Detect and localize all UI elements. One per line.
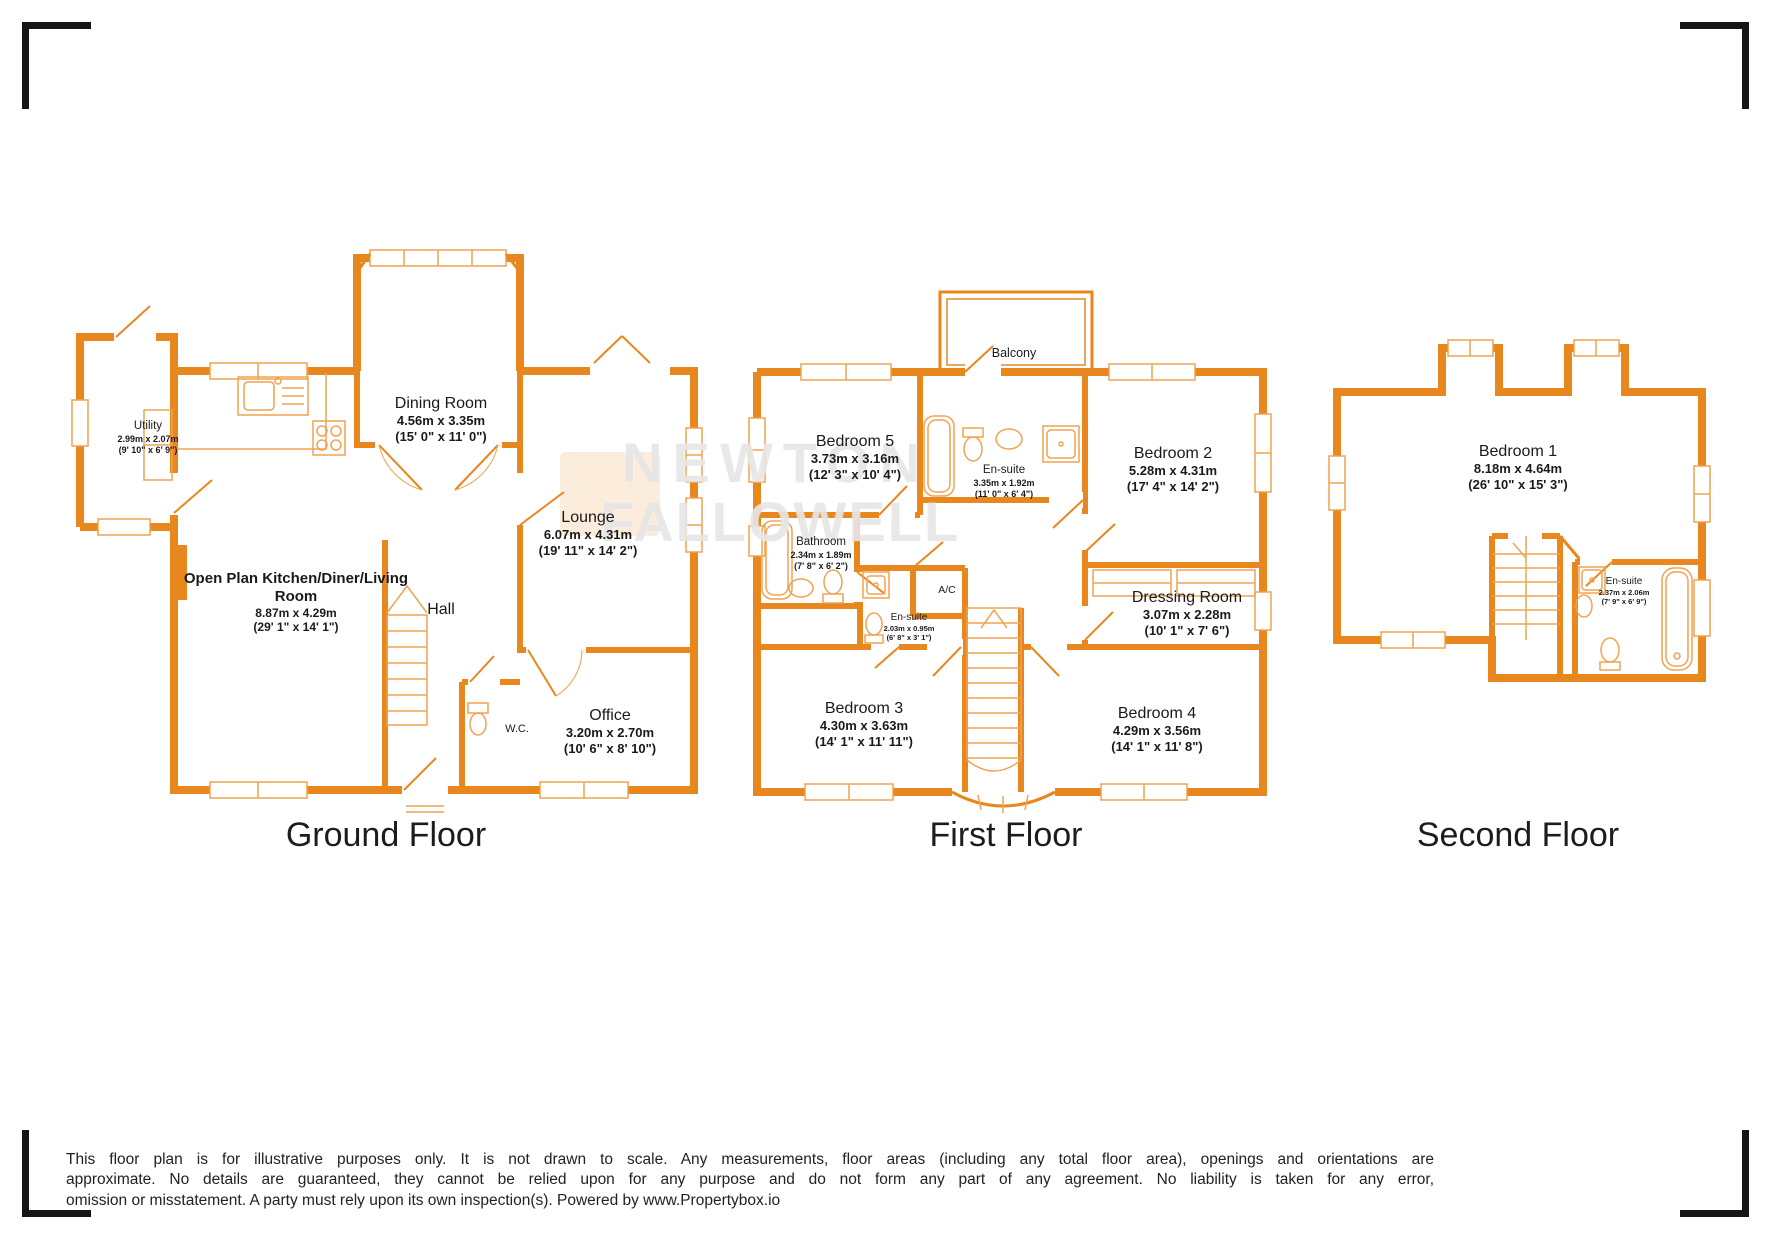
second-fixtures (1575, 566, 1693, 671)
room-label-lounge: Lounge 6.07m x 4.31m (19' 11" x 14' 2") (538, 509, 638, 558)
ground-stairs (386, 584, 428, 726)
corner-mark-top-right (1680, 22, 1749, 109)
bath-icon (761, 520, 793, 600)
bow-window (951, 784, 1056, 813)
room-label-bedroom2: Bedroom 2 5.28m x 4.31m (17' 4" x 14' 2"… (1126, 445, 1220, 494)
wc-toilet-icon (467, 702, 489, 714)
corner-mark-bottom-right (1680, 1130, 1749, 1217)
ground-floor-plan (71, 249, 703, 813)
room-label-ac: A/C (938, 584, 956, 596)
room-label-office: Office 3.20m x 2.70m (10' 6" x 8' 10") (563, 707, 657, 756)
floor-title-second: Second Floor (1416, 816, 1620, 854)
basin-icon (1575, 594, 1593, 618)
room-label-bedroom4: Bedroom 4 4.29m x 3.56m (14' 1" x 11' 8"… (1111, 705, 1203, 754)
basin-icon (995, 428, 1023, 450)
ground-windows (71, 249, 703, 799)
shower-icon (862, 571, 890, 599)
first-stairs (966, 607, 1022, 772)
room-label-ensuite-main: En-suite 3.35m x 1.92m (11' 0" x 6' 4") (973, 464, 1035, 499)
first-fixtures (761, 415, 1256, 644)
sink-icon (237, 376, 309, 416)
bath-icon (1661, 567, 1693, 671)
room-label-dressing-room: Dressing Room 3.07m x 2.28m (10' 1" x 7'… (1131, 589, 1243, 638)
shower-icon (1578, 566, 1606, 594)
first-windows (748, 363, 1272, 801)
second-windows (1328, 339, 1711, 649)
room-label-balcony: Balcony (991, 346, 1037, 360)
disclaimer-line3: omission or misstatement. A party must r… (66, 1191, 781, 1209)
room-label-ensuite-small: En-suite 2.03m x 0.95m (6' 8" x 3' 1") (883, 612, 935, 642)
toilet-icon (962, 427, 984, 438)
room-label-bedroom5: Bedroom 5 3.73m x 3.16m (12' 3" x 10' 4"… (808, 433, 902, 482)
room-label-wc: W.C. (505, 723, 529, 735)
disclaimer-line2: approximate. No details are guaranteed, … (66, 1171, 1434, 1189)
shower-icon (1042, 425, 1080, 463)
toilet-icon (1599, 661, 1621, 671)
basin-icon (788, 578, 814, 598)
hob-icon (312, 420, 346, 456)
disclaimer-line1: This floor plan is for illustrative purp… (66, 1151, 1434, 1168)
balcony-rail (938, 290, 1094, 374)
corner-mark-top-left (22, 22, 91, 109)
disclaimer-text: This floor plan is for illustrative purp… (66, 1150, 1434, 1211)
watermark-line2: FALLOWELL (600, 489, 961, 553)
kitchen-fixtures (143, 373, 489, 736)
room-label-bedroom3: Bedroom 3 4.30m x 3.63m (14' 1" x 11' 11… (814, 700, 914, 749)
chimney-breast (174, 545, 187, 600)
floor-title-first: First Floor (929, 816, 1083, 854)
second-stairs (1492, 536, 1560, 640)
floor-title-ground: Ground Floor (285, 816, 487, 854)
bay-chamfers (355, 253, 522, 273)
watermark-logo-square (560, 452, 660, 536)
watermark-line1: NEWTON (622, 431, 930, 494)
room-label-open-plan-kitchen: Open Plan Kitchen/Diner/Living Room 8.87… (183, 570, 409, 635)
corner-mark-bottom-left (22, 1130, 91, 1217)
second-outer-walls (1333, 344, 1706, 682)
bath-icon (923, 415, 955, 497)
room-label-bathroom: Bathroom 2.34m x 1.89m (7' 8" x 6' 2") (790, 536, 852, 571)
room-label-bedroom1: Bedroom 1 8.18m x 4.64m (26' 10" x 15' 3… (1468, 443, 1568, 492)
watermark: NEWTON FALLOWELL (600, 431, 961, 553)
first-floor-plan (748, 290, 1272, 813)
toilet-icon (822, 593, 844, 604)
ground-doors (114, 305, 670, 813)
second-floor-plan (1328, 339, 1711, 682)
room-label-dining-room: Dining Room 4.56m x 3.35m (15' 0" x 11' … (394, 395, 488, 444)
room-label-utility: Utility 2.99m x 2.07m (9' 10" x 6' 9") (117, 420, 179, 455)
room-label-ensuite-second: En-suite 2.37m x 2.06m (7' 9" x 6' 9") (1598, 576, 1650, 606)
room-label-hall: Hall (427, 601, 455, 618)
